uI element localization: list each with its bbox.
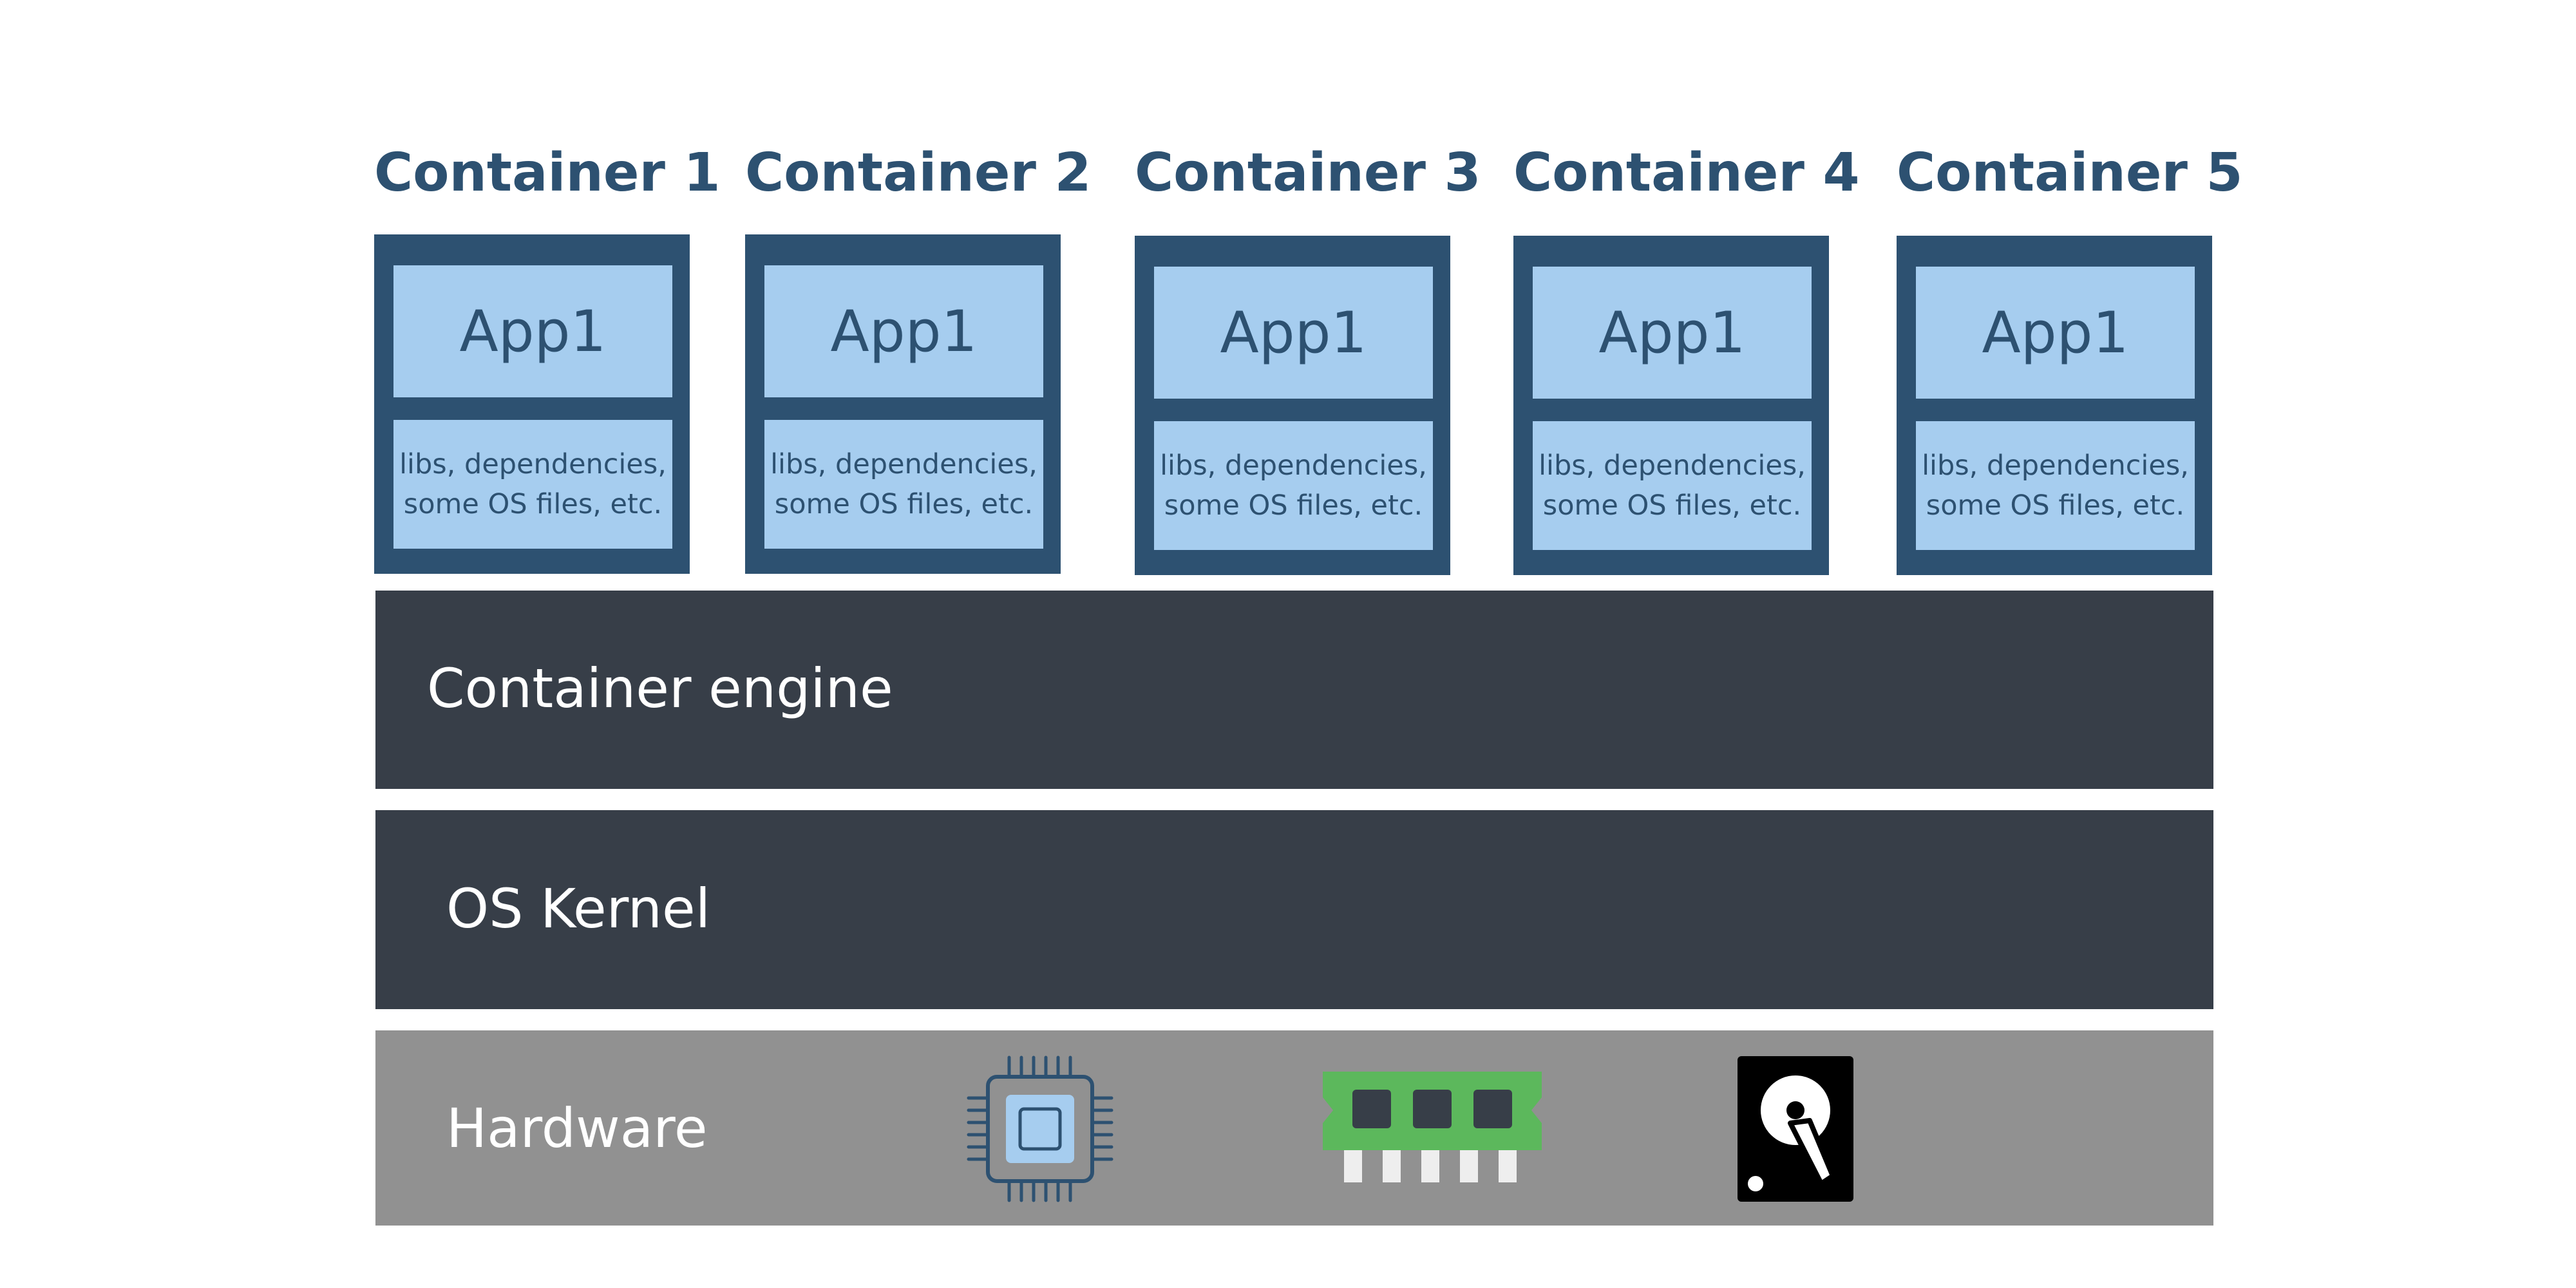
- container-title: Container 2: [745, 142, 1092, 204]
- cpu-icon: [967, 1056, 1113, 1202]
- hardware-label: Hardware: [446, 1097, 708, 1160]
- libs-box: libs, dependencies, some OS files, etc.: [1533, 421, 1812, 550]
- libs-line: some OS files, etc.: [403, 488, 663, 520]
- hard-disk-icon: [1738, 1056, 1853, 1202]
- container-title: Container 3: [1135, 142, 1481, 204]
- libs-line: some OS files, etc.: [1926, 489, 2185, 522]
- hardware-layer: [375, 1030, 2213, 1226]
- libs-box: libs, dependencies, some OS files, etc.: [1916, 421, 2195, 550]
- container-title: Container 5: [1897, 142, 2243, 204]
- container-engine-label: Container engine: [427, 657, 893, 720]
- os-kernel-layer: [375, 810, 2213, 1009]
- app-box: App1: [1533, 267, 1812, 399]
- app-box: App1: [1154, 267, 1433, 399]
- libs-line: libs, dependencies,: [399, 448, 667, 480]
- libs-line: libs, dependencies,: [1539, 450, 1806, 482]
- libs-line: some OS files, etc.: [1542, 489, 1802, 522]
- libs-line: some OS files, etc.: [1164, 489, 1423, 522]
- libs-line: libs, dependencies,: [770, 448, 1037, 480]
- app-box: App1: [1916, 267, 2195, 399]
- app-box: App1: [764, 265, 1043, 397]
- ram-icon: [1323, 1072, 1542, 1182]
- container-title: Container 1: [374, 142, 721, 204]
- app-box: App1: [393, 265, 672, 397]
- container-engine-layer: [375, 591, 2213, 789]
- libs-line: libs, dependencies,: [1160, 450, 1427, 482]
- libs-line: libs, dependencies,: [1922, 450, 2189, 482]
- os-kernel-label: OS Kernel: [446, 877, 711, 940]
- libs-box: libs, dependencies, some OS files, etc.: [1154, 421, 1433, 550]
- libs-box: libs, dependencies, some OS files, etc.: [393, 420, 672, 549]
- container-title: Container 4: [1513, 142, 1860, 204]
- libs-box: libs, dependencies, some OS files, etc.: [764, 420, 1043, 549]
- libs-line: some OS files, etc.: [774, 488, 1034, 520]
